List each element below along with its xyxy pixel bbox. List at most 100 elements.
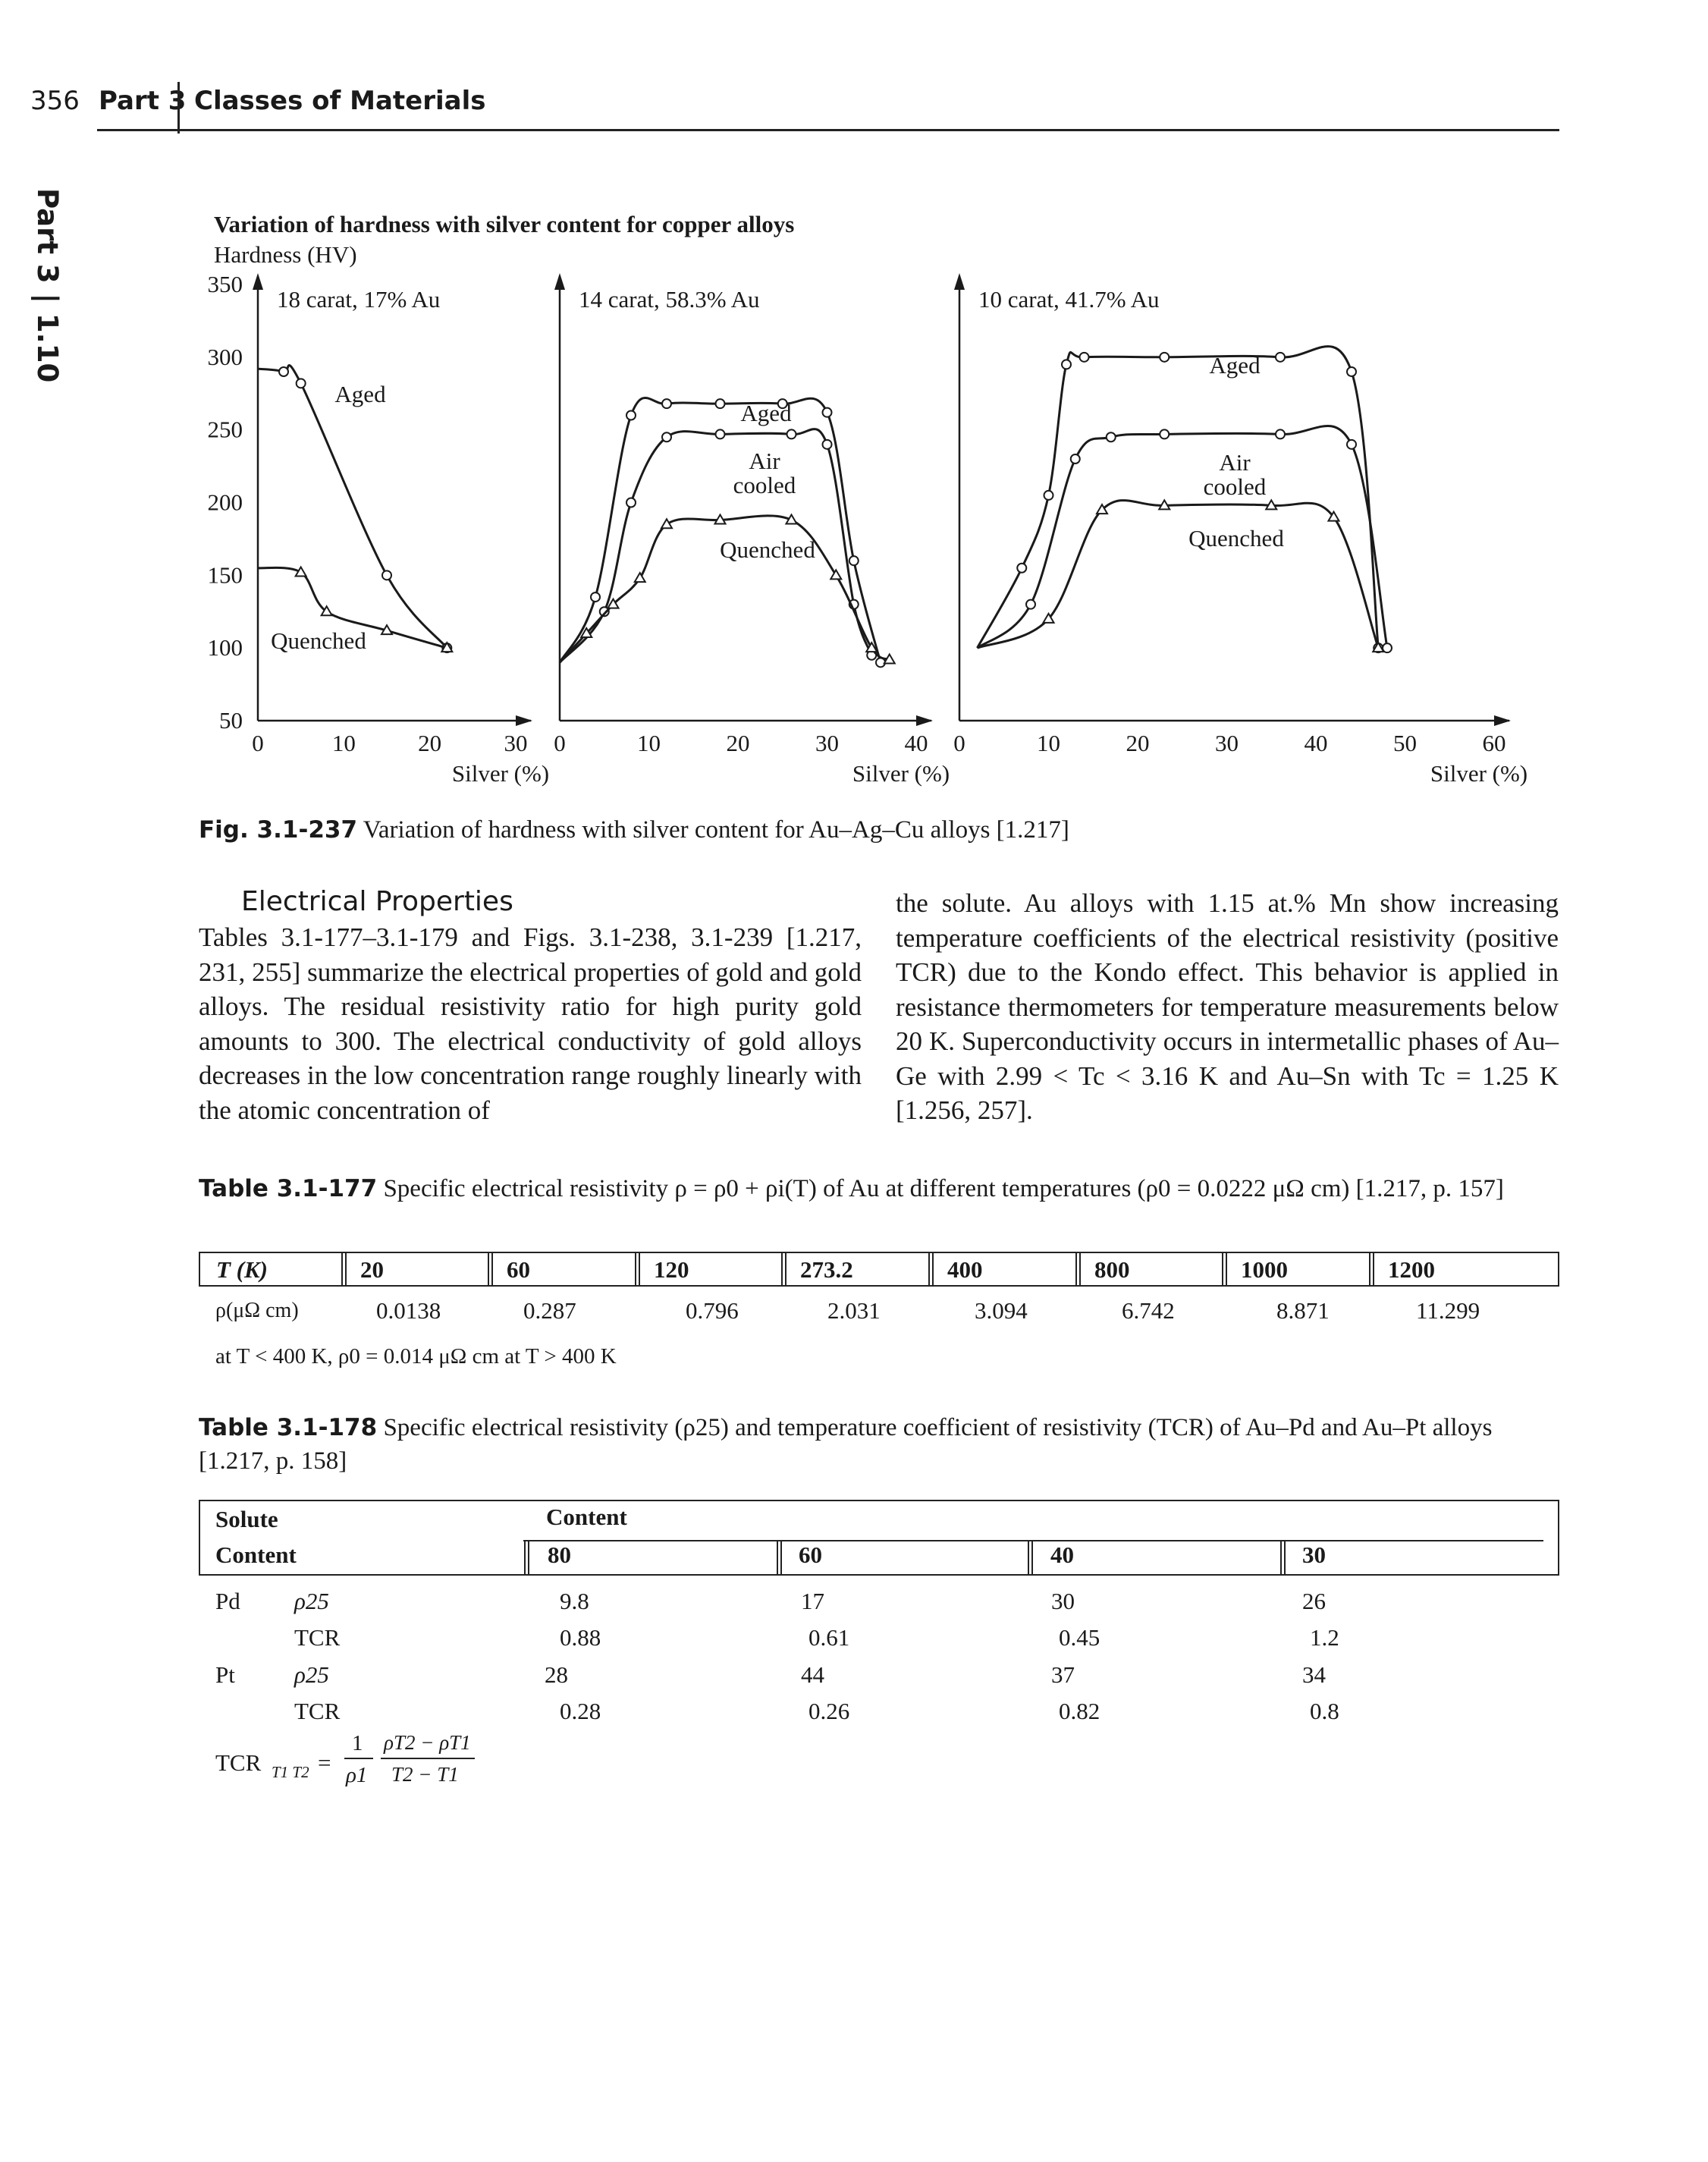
table-178-content: 40 — [1050, 1541, 1074, 1568]
x-tick-label: 20 — [1126, 730, 1150, 756]
data-point — [380, 624, 394, 636]
data-point — [1275, 429, 1286, 440]
y-axis-arrow — [554, 273, 565, 290]
table-178-header-solute: Solute — [215, 1506, 278, 1532]
table-178-value: 44 — [801, 1661, 824, 1688]
table-177-col-sep — [781, 1252, 786, 1287]
data-point — [1346, 366, 1357, 377]
data-point — [713, 513, 727, 525]
panel-title: 14 carat, 58.3% Au — [579, 286, 759, 313]
data-point — [1157, 498, 1171, 511]
y-tick-label: 150 — [208, 561, 243, 588]
table-178-solute: Pt — [215, 1661, 235, 1688]
header-divider — [177, 82, 180, 134]
curve-label: Quenched — [720, 536, 815, 563]
formula-lhs-subscript: T1 T2 — [272, 1763, 309, 1781]
table-178-content: 80 — [548, 1541, 571, 1568]
curve-label: Aged — [740, 400, 792, 426]
table-177-temp: 400 — [947, 1256, 983, 1283]
table-177-row-label: ρ(μΩ cm) — [215, 1299, 299, 1322]
data-point — [1069, 454, 1081, 464]
curve-label: cooled — [1204, 473, 1267, 500]
x-tick-label: 10 — [1037, 730, 1060, 756]
y-tick-label: 50 — [219, 707, 243, 734]
series-line-aged — [257, 364, 448, 649]
page-number: 356 — [30, 86, 80, 116]
table-178-value: 1.2 — [1310, 1624, 1339, 1651]
series-line-quenched — [976, 499, 1380, 649]
y-tick-label: 100 — [208, 634, 243, 661]
formula-lhs: TCR — [215, 1749, 262, 1776]
table-178-value: 37 — [1051, 1661, 1075, 1688]
data-point — [381, 570, 392, 581]
data-point — [1264, 498, 1278, 511]
data-point — [1159, 351, 1170, 363]
table-177-value: 0.0138 — [376, 1297, 441, 1324]
x-tick-label: 10 — [332, 730, 356, 756]
table-178-value: 0.26 — [808, 1698, 850, 1724]
data-point — [633, 571, 647, 583]
table-177-col-sep — [635, 1252, 640, 1287]
table-177-caption-text: Specific electrical resistivity ρ = ρ0 +… — [377, 1175, 1504, 1202]
series-line-quenched — [558, 514, 890, 664]
table-178-header — [199, 1500, 1559, 1576]
data-point — [660, 517, 673, 530]
data-point — [1061, 359, 1072, 370]
table-178-value: 26 — [1302, 1588, 1326, 1614]
data-point — [1078, 351, 1090, 363]
figure-title: Variation of hardness with silver conten… — [214, 211, 795, 237]
table-177-temp: 273.2 — [800, 1256, 853, 1283]
table-177-temp: 1200 — [1388, 1256, 1435, 1283]
table-178-value: 34 — [1302, 1661, 1326, 1688]
table-178-quantity: ρ25 — [294, 1661, 329, 1688]
x-axis-label: Silver (%) — [1430, 760, 1527, 787]
y-tick-label: 250 — [208, 416, 243, 443]
x-tick-label: 60 — [1483, 730, 1506, 756]
x-axis-label: Silver (%) — [452, 760, 549, 787]
x-tick-label: 20 — [727, 730, 750, 756]
x-tick-label: 30 — [1215, 730, 1239, 756]
data-point — [294, 565, 308, 577]
data-point — [883, 652, 896, 665]
table-177-col-sep — [1369, 1252, 1374, 1287]
y-tick-label: 200 — [208, 489, 243, 516]
x-tick-label: 0 — [252, 730, 264, 756]
table-177-col-sep — [1222, 1252, 1227, 1287]
table-178-value: 0.28 — [560, 1698, 601, 1724]
table-178-solute: Pd — [215, 1588, 240, 1614]
y-tick-label: 300 — [208, 344, 243, 370]
data-point — [598, 606, 610, 617]
curve-label: Aged — [1209, 352, 1261, 379]
table-177-value: 8.871 — [1276, 1297, 1330, 1324]
data-point — [848, 555, 859, 567]
data-point — [661, 398, 672, 410]
x-tick-label: 20 — [418, 730, 441, 756]
data-point — [821, 438, 833, 450]
data-point — [1025, 599, 1036, 610]
table-178-value: 0.88 — [560, 1624, 601, 1651]
table-178-value: 0.45 — [1059, 1624, 1100, 1651]
header-rule — [97, 129, 1559, 131]
data-point — [626, 410, 636, 421]
running-header-section: Classes of Materials — [194, 86, 486, 116]
curve-label: cooled — [733, 472, 796, 498]
running-header-part: Part 3 — [99, 86, 187, 116]
x-tick-label: 30 — [815, 730, 839, 756]
figure-caption-label: Fig. 3.1-237 — [199, 816, 358, 844]
data-point — [1016, 562, 1028, 573]
figure-y-axis-label: Hardness (HV) — [214, 241, 357, 268]
table-177-temp: 60 — [507, 1256, 530, 1283]
data-point — [784, 513, 799, 525]
data-point — [319, 605, 334, 617]
table-178-content: 30 — [1302, 1541, 1326, 1568]
data-point — [1371, 641, 1385, 653]
table-178-value: 9.8 — [560, 1588, 589, 1614]
table-177-temp: 800 — [1094, 1256, 1130, 1283]
table-178-header-subrule — [523, 1540, 1543, 1541]
panel-title: 18 carat, 17% Au — [277, 286, 440, 313]
formula-equals: = — [318, 1749, 331, 1776]
curve-label: Aged — [334, 381, 386, 407]
table-178-quantity: TCR — [294, 1698, 341, 1724]
table-177-temp: 20 — [360, 1256, 384, 1283]
